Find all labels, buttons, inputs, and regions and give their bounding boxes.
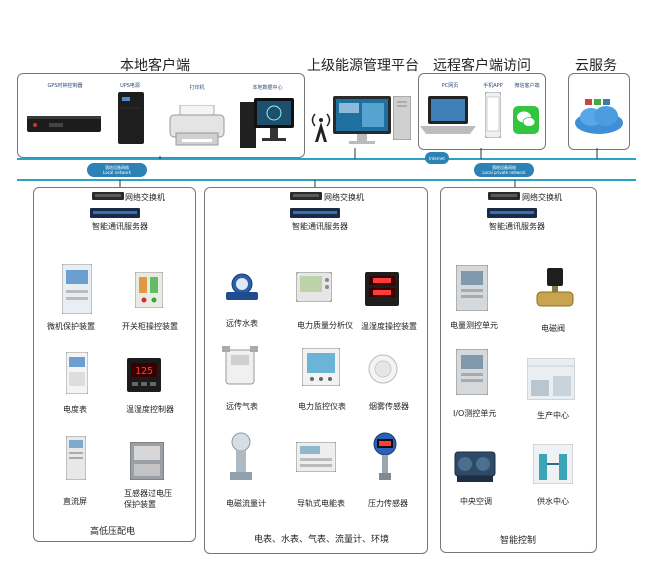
cloud-icon [575,99,623,134]
mobile-app-label: 手机APP [483,83,503,89]
datacenter-label: 本地数据中心 [252,85,283,91]
internet-hub [425,152,449,164]
surge-protector-icon [130,442,164,480]
local-network-hub-left [87,163,147,177]
panel-3-switch-label: 网络交换机 [522,193,562,202]
network-switch-icon [488,192,520,200]
phone-icon [485,92,501,138]
flow-meter-icon [230,432,252,480]
energy-meter-icon [66,352,88,394]
smoke-sensor-icon [368,354,398,384]
comm-server-icon [90,208,140,218]
local-network-hub-right [474,163,534,177]
panel-3-server-label: 智能通讯服务器 [489,222,545,231]
gps-clock-label: GPS时钟控制器 [47,83,83,89]
ups-label: UPS电源 [120,83,140,89]
panel-2-footer: 电表、水表、气表、流量计、环境 [254,535,390,545]
device-label: 压力传感器 [368,499,408,508]
local-network-hub-right-label: 落地设备网络 Local private network [482,165,526,175]
antenna-icon [311,113,331,142]
platform-heading: 上级能源管理平台 [307,58,419,74]
panel-1-footer: 高低压配电 [90,527,136,537]
laptop-icon [420,96,476,134]
cloud-heading: 云服务 [575,58,617,74]
panel-distribution [33,187,196,542]
datacenter-icon [240,98,294,148]
server-tower-icon [393,96,411,140]
device-label: 电力质量分析仪 [297,321,353,330]
wechat-client-label: 微信客户端 [514,83,540,89]
platform-monitor-icon [333,96,391,144]
power-quality-analyzer-icon [296,272,332,302]
device-label: 导轨式电能表 [297,499,345,508]
io-control-unit-icon [456,349,488,395]
network-switch-icon [92,192,124,200]
panel-2-server-label: 智能通讯服务器 [292,222,348,231]
network-switch-icon [290,192,322,200]
device-label: 中央空调 [460,497,492,506]
printer-label: 打印机 [189,85,205,91]
water-meter-icon [226,273,258,300]
comm-server-icon [487,208,537,218]
device-label: 开关柜操控装置 [122,322,178,331]
internet-hub-label: Internet [429,156,445,161]
device-label: 烟雾传感器 [369,402,409,411]
din-rail-meter-icon [296,442,336,472]
device-label: 互感器过电压 保护装置 [124,489,172,509]
svg-text:125: 125 [135,366,153,377]
gps-clock-icon [27,116,101,132]
device-label: 生产中心 [537,411,569,420]
production-center-icon [527,358,575,400]
device-label: 温湿度控制器 [126,405,174,414]
device-label: I/O测控单元 [453,409,497,418]
wechat-icon [513,106,539,134]
device-label: 微机保护装置 [47,322,95,331]
panel-1-switch-label: 网络交换机 [125,193,165,202]
switchgear-control-icon [135,272,163,308]
comm-server-icon [290,208,340,218]
device-label: 电量测控单元 [450,321,498,330]
water-supply-center-icon [533,444,573,484]
device-label: 电度表 [63,405,87,414]
power-monitor-icon [302,348,340,386]
local-network-hub-left-label: 落地设备网络 Local network [103,165,131,175]
device-label: 电力监控仪表 [298,402,346,411]
power-control-unit-icon [456,265,488,311]
device-label: 远传气表 [226,402,258,411]
solenoid-valve-icon [536,268,574,307]
local-client-heading: 本地客户端 [120,58,190,74]
central-ac-icon [454,451,496,482]
device-label: 电磁阀 [541,324,565,333]
humidity-controller-icon [365,272,399,306]
pressure-sensor-icon [373,432,397,480]
panel-1-server-label: 智能通讯服务器 [92,222,148,231]
gas-meter-icon [222,346,258,385]
remote-access-heading: 远程客户端访问 [433,58,531,74]
protection-relay-icon [62,264,92,314]
panel-2-switch-label: 网络交换机 [324,193,364,202]
ups-icon [118,92,144,144]
device-label: 远传水表 [226,319,258,328]
device-label: 电磁流量计 [226,499,266,508]
printer-icon [169,105,225,146]
panel-3-footer: 智能控制 [500,536,537,546]
device-label: 供水中心 [537,497,569,506]
pc-web-label: PC网页 [441,83,459,89]
device-label: 温湿度操控装置 [361,322,417,331]
temperature-controller-icon: 125 [127,358,161,392]
device-label: 直流屏 [63,497,87,506]
dc-panel-icon [66,436,86,480]
